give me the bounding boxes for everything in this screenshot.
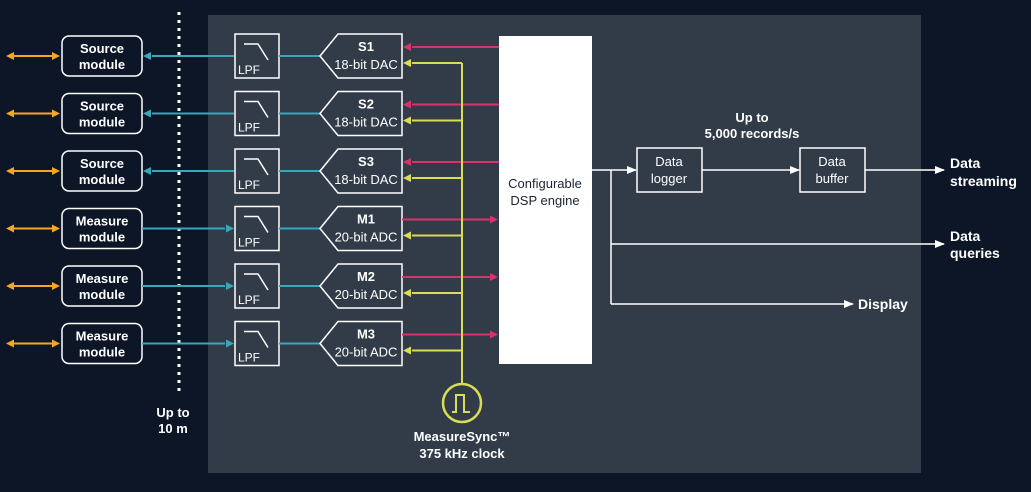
- converter-box: [319, 90, 403, 137]
- signal-wires: [402, 43, 499, 384]
- arrow-head: [52, 224, 60, 233]
- converter-type: 20-bit ADC: [335, 345, 398, 360]
- arrow-head: [403, 346, 411, 355]
- clock-label-line1: MeasureSync™: [414, 429, 511, 444]
- module-label-line1: Measure: [76, 271, 129, 286]
- module-label-line1: Source: [80, 41, 124, 56]
- output-display: Display: [858, 296, 908, 312]
- arrow-head: [143, 167, 151, 175]
- lpf-response-icon: [244, 43, 269, 61]
- arrow-head: [403, 231, 411, 240]
- lpf-response-icon: [244, 100, 269, 118]
- converter-name: S3: [358, 154, 374, 169]
- module-label-line1: Measure: [76, 214, 129, 229]
- output-streaming-line2: streaming: [950, 173, 1017, 189]
- arrow-head: [143, 109, 151, 118]
- lpf-label: LPF: [238, 293, 260, 307]
- module-label-line1: Measure: [76, 329, 129, 344]
- arrow-head: [403, 116, 411, 125]
- module-box: [61, 35, 143, 77]
- converter-box: [319, 320, 403, 367]
- converter-name: M3: [357, 327, 375, 342]
- rate-label-line1: Up to: [735, 110, 768, 125]
- output-streaming-line1: Data: [950, 155, 981, 171]
- converter-name: M1: [357, 212, 375, 227]
- dsp-engine-block: [499, 36, 592, 364]
- arrow-head: [52, 339, 60, 348]
- output-queries-line1: Data: [950, 228, 981, 244]
- converter-type: 18-bit DAC: [334, 172, 398, 187]
- lpf-label: LPF: [238, 63, 260, 77]
- arrow-head: [490, 330, 498, 339]
- arrow-head: [403, 43, 411, 51]
- converter-type: 18-bit DAC: [334, 115, 398, 130]
- module-label-line1: Source: [80, 156, 124, 171]
- arrow-head: [403, 289, 411, 297]
- arrow-head: [52, 52, 60, 60]
- arrow-head: [143, 52, 151, 60]
- output-queries-line2: queries: [950, 245, 1000, 261]
- module-label-line2: module: [79, 230, 125, 245]
- module-label-line2: module: [79, 115, 125, 130]
- arrow-head: [6, 52, 14, 60]
- data-buffer-label-line2: buffer: [815, 171, 849, 186]
- module-label-line1: Source: [80, 99, 124, 114]
- converter-box: [319, 205, 403, 252]
- lpf-response-icon: [244, 158, 269, 176]
- arrow-head: [490, 215, 498, 224]
- arrow-head: [6, 167, 14, 175]
- arrow-head: [403, 100, 411, 109]
- lpf-response-icon: [244, 215, 269, 233]
- arrow-head: [226, 282, 234, 290]
- output-wires: [592, 166, 945, 308]
- converter-type: 20-bit ADC: [335, 230, 398, 245]
- arrow-head: [403, 174, 411, 182]
- arrow-head: [6, 224, 14, 233]
- converter-name: S2: [358, 97, 374, 112]
- arrow-head: [52, 282, 60, 290]
- lpf-label: LPF: [238, 236, 260, 250]
- converter-box: [319, 263, 403, 309]
- converter-name: S1: [358, 39, 374, 54]
- converter-name: M2: [357, 269, 375, 284]
- arrow-head: [403, 158, 411, 166]
- module-label-line2: module: [79, 172, 125, 187]
- lpf-label: LPF: [238, 178, 260, 192]
- dsp-engine-label-line2: DSP engine: [510, 193, 579, 208]
- converter-type: 18-bit DAC: [334, 57, 398, 72]
- arrow-head: [226, 224, 234, 233]
- clock-label-line2: 375 kHz clock: [419, 446, 505, 461]
- converter-type: 20-bit ADC: [335, 287, 398, 302]
- module-label-line2: module: [79, 57, 125, 72]
- data-logger-label-line1: Data: [655, 154, 683, 169]
- arrow-head: [52, 109, 60, 118]
- lpf-response-icon: [244, 330, 269, 348]
- module-label-line2: module: [79, 287, 125, 302]
- arrow-head: [6, 109, 14, 118]
- arrow-head: [490, 273, 498, 281]
- arrow-head: [6, 282, 14, 290]
- distance-label-line1: Up to: [156, 405, 189, 420]
- arrow-head: [226, 339, 234, 348]
- module-label-line2: module: [79, 345, 125, 360]
- module-box: [61, 150, 143, 192]
- module-box: [61, 92, 143, 135]
- lpf-label: LPF: [238, 121, 260, 135]
- clock-icon: [441, 382, 483, 424]
- data-buffer-label-line1: Data: [818, 154, 846, 169]
- dsp-engine-label-line1: Configurable: [508, 176, 582, 191]
- converter-box: [319, 33, 403, 79]
- lpf-label: LPF: [238, 351, 260, 365]
- lpf-response-icon: [244, 273, 269, 291]
- arrow-head: [52, 167, 60, 175]
- distance-label-line2: 10 m: [158, 421, 188, 436]
- arrow-head: [403, 59, 411, 67]
- arrow-head: [6, 339, 14, 348]
- converter-box: [319, 148, 403, 194]
- data-logger-label-line2: logger: [651, 171, 688, 186]
- rate-label-line2: 5,000 records/s: [705, 126, 800, 141]
